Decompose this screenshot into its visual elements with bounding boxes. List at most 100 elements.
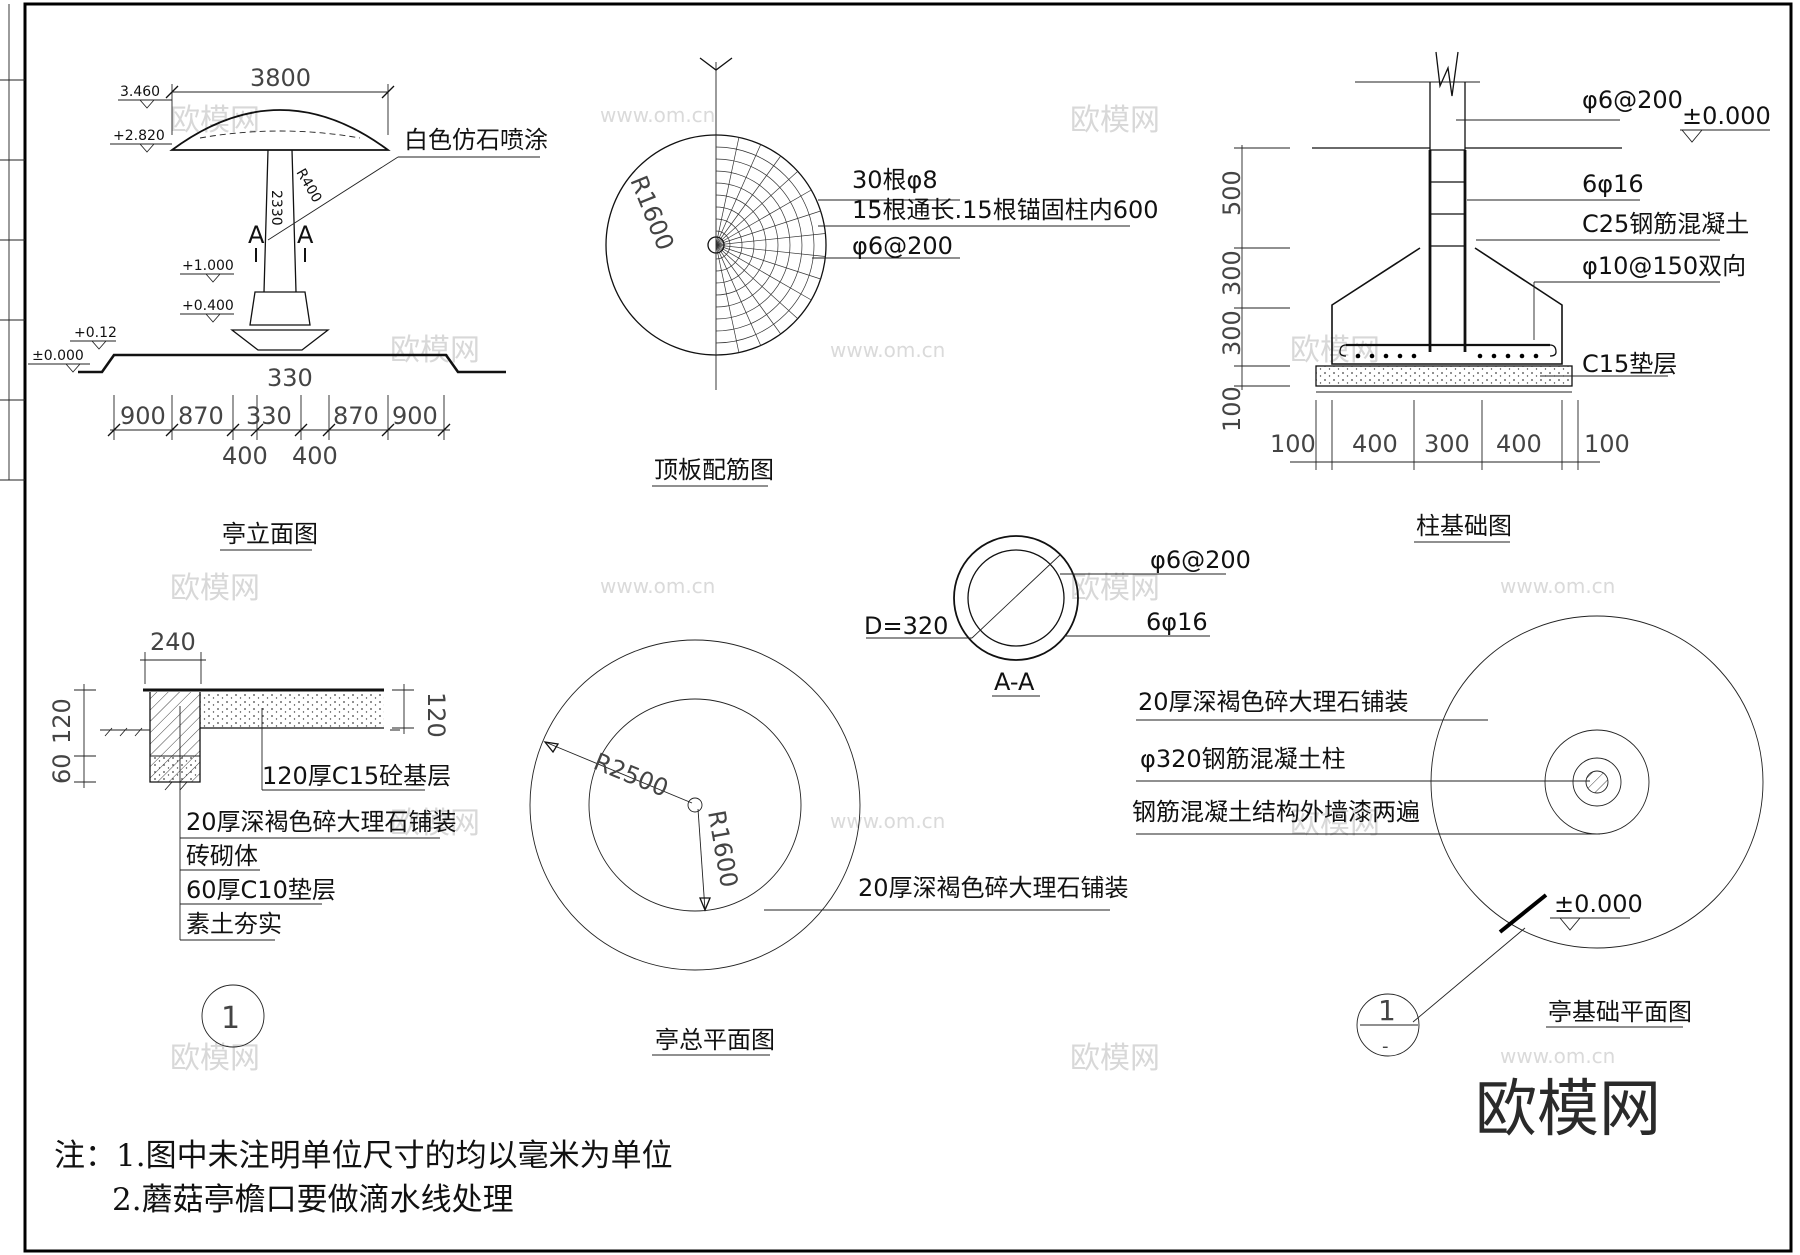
ring-bar xyxy=(715,194,767,296)
radial-bar xyxy=(715,244,781,335)
watermark-text: 欧模网 xyxy=(1070,103,1160,138)
foundation-plan-level: ±0.000 xyxy=(1554,890,1643,918)
site-plan: R2500 R1600 20厚深褐色碎大理石铺装 亭总平面图 xyxy=(529,639,1129,1056)
column-foundation: φ6@200 ±0.000 6φ16 C25钢筋混凝土 φ10@150双向 C1… xyxy=(1218,51,1771,543)
site-outer-circle xyxy=(529,639,861,971)
site-paving-label: 20厚深褐色碎大理石铺装 xyxy=(858,874,1129,902)
radial-bar xyxy=(715,137,740,246)
foundation-main-bars: 6φ16 xyxy=(1582,170,1644,198)
foundation-plan-title: 亭基础平面图 xyxy=(1548,998,1692,1026)
roof-bars-line1: 30根φ8 xyxy=(852,166,938,194)
roof-stirrup: φ6@200 xyxy=(852,232,953,260)
column-height: 2330 xyxy=(268,190,284,226)
paving-label: 60厚C10垫层 xyxy=(186,876,336,904)
foundation-plan-index-bottom: - xyxy=(1382,1036,1389,1057)
paving-detail: 240 120 60 120 120厚C15砼基层 20厚深褐色碎大理 xyxy=(48,628,457,1048)
watermark-url: www.om.cn xyxy=(830,809,945,833)
canopy-radius: R400 xyxy=(293,166,325,206)
foundation-bottom-dim: 100 xyxy=(1584,430,1630,458)
section-stirrup: φ6@200 xyxy=(1150,546,1251,574)
foundation-cushion: C15垫层 xyxy=(1582,350,1677,378)
site-inner-radius: R1600 xyxy=(702,808,743,889)
column-foundation-title: 柱基础图 xyxy=(1416,512,1512,540)
watermark-text: 欧模网 xyxy=(170,571,260,606)
foundation-left-dim: 300 xyxy=(1218,310,1246,356)
roof-bars-line2: 15根通长.15根锚固柱内600 xyxy=(852,196,1159,224)
level-0000-label: ±0.000 xyxy=(32,348,84,364)
level-top-label: 3.460 xyxy=(120,84,160,100)
section-outer-circle xyxy=(953,535,1079,661)
site-inner-circle xyxy=(588,698,802,912)
foundation-concrete: C25钢筋混凝土 xyxy=(1582,210,1749,238)
radial-bar xyxy=(715,144,762,246)
ground-line xyxy=(78,353,506,374)
paving-width: 240 xyxy=(150,628,196,656)
watermark-url: www.om.cn xyxy=(600,574,715,598)
bottom-dim: 900 xyxy=(120,402,166,430)
ring-bar xyxy=(715,146,815,344)
finish-label: 白色仿石喷涂 xyxy=(404,126,548,154)
section-mark-a-right: A xyxy=(297,221,314,249)
foundation-bottom-dim: 100 xyxy=(1270,430,1316,458)
paving-label: 砖砌体 xyxy=(186,842,258,870)
watermark-url: www.om.cn xyxy=(830,338,945,362)
foundation-left-dim: 300 xyxy=(1218,250,1246,296)
mushroom-canopy xyxy=(169,109,391,151)
note-line-2: 2.蘑菇亭檐口要做滴水线处理 xyxy=(112,1182,514,1218)
radial-bar xyxy=(715,244,812,301)
level-1000-label: +1.000 xyxy=(182,258,234,274)
radial-bar xyxy=(715,244,798,319)
level-012-label: +0.12 xyxy=(74,325,117,341)
elevation-title: 亭立面图 xyxy=(222,520,318,548)
foundation-plan-outer xyxy=(1430,615,1764,949)
paving-left-dim: 120 xyxy=(48,698,76,744)
paving-label: 20厚深褐色碎大理石铺装 xyxy=(186,808,457,836)
radial-bar xyxy=(715,244,826,257)
foundation-plan-index-top: 1 xyxy=(1378,994,1396,1027)
foundation-bottom-dim: 400 xyxy=(1496,430,1542,458)
watermark-text: 欧模网 xyxy=(170,1041,260,1076)
foundation-plan-label: φ320钢筋混凝土柱 xyxy=(1140,745,1346,773)
watermark-url: www.om.cn xyxy=(600,103,715,127)
bottom-dim: 900 xyxy=(392,402,438,430)
detail-index: 1 xyxy=(221,1001,240,1036)
ring-bar xyxy=(715,182,779,308)
foundation-plan: 20厚深褐色碎大理石铺装 φ320钢筋混凝土柱 钢筋混凝土结构外墙漆两遍 ±0.… xyxy=(1132,615,1764,1057)
elevation-top-width: 3800 xyxy=(250,64,311,92)
foundation-bottom-dim: 400 xyxy=(1352,430,1398,458)
ring-bar xyxy=(715,206,755,284)
watermark-url: www.om.cn xyxy=(1500,1044,1615,1068)
foundation-bottom-dim: 300 xyxy=(1424,430,1470,458)
watermark-text: 欧模网 xyxy=(1070,1041,1160,1076)
section-mark-a-left: A xyxy=(248,221,265,249)
radial-bar xyxy=(715,244,740,353)
foundation-plan-label: 20厚深褐色碎大理石铺装 xyxy=(1138,688,1409,716)
paving-right-dim: 120 xyxy=(422,692,450,738)
pavilion-elevation: 3800 3.460 +2.820 A A R400 2330 白色仿石喷涂 +… xyxy=(28,64,548,551)
watermark-text: 欧模网 xyxy=(1290,806,1380,841)
paving-label: 素土夯实 xyxy=(186,910,282,938)
foundation-plan-index-circle xyxy=(1356,993,1420,1057)
watermark-text: 欧模网 xyxy=(390,333,480,368)
section-title: A-A xyxy=(994,668,1035,696)
section-inner-circle xyxy=(967,549,1065,647)
ring-bar xyxy=(715,170,791,320)
ring-bar xyxy=(715,158,803,332)
watermark-url: www.om.cn xyxy=(1500,574,1615,598)
foundation-bottom-bars: φ10@150双向 xyxy=(1582,252,1746,280)
radial-bar xyxy=(715,171,798,246)
drawing-notes: 注：1.图中未注明单位尺寸的均以毫米为单位 2.蘑菇亭檐口要做滴水线处理 xyxy=(54,1138,673,1218)
site-outer-radius: R2500 xyxy=(590,748,673,803)
radial-bar xyxy=(715,244,821,280)
ring-bar xyxy=(715,218,743,272)
note-line-1: 注：1.图中未注明单位尺寸的均以毫米为单位 xyxy=(54,1138,673,1174)
paving-label: 120厚C15砼基层 xyxy=(262,762,451,790)
foundation-stirrup: φ6@200 xyxy=(1582,86,1683,114)
roof-plate-title: 顶板配筋图 xyxy=(654,456,774,484)
foundation-left-dim: 500 xyxy=(1218,170,1246,216)
drawing-frame xyxy=(23,2,1793,1253)
level-0400-label: +0.400 xyxy=(182,298,234,314)
radial-bar xyxy=(715,155,781,246)
site-plan-title: 亭总平面图 xyxy=(655,1026,775,1054)
